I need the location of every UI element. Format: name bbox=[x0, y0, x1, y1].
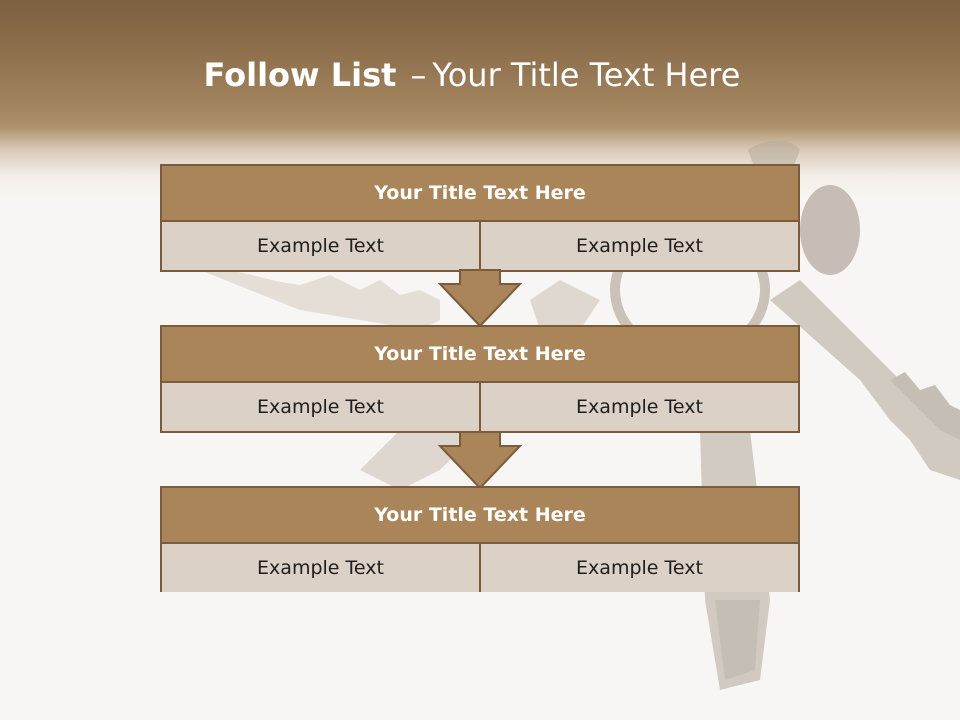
block-row: Example Text Example Text bbox=[162, 222, 798, 270]
block-title: Your Title Text Here bbox=[162, 166, 798, 222]
block-cell-right: Example Text bbox=[479, 222, 798, 270]
block-cell-right: Example Text bbox=[479, 383, 798, 431]
slide-title-bold: Follow List bbox=[203, 56, 397, 94]
block-cell-left: Example Text bbox=[162, 222, 479, 270]
block-cell-left: Example Text bbox=[162, 544, 479, 592]
block-cell-left: Example Text bbox=[162, 383, 479, 431]
slide-title-separator: – bbox=[410, 56, 427, 94]
down-arrow-icon bbox=[438, 269, 522, 328]
list-block-3: Your Title Text Here Example Text Exampl… bbox=[160, 486, 800, 592]
block-row: Example Text Example Text bbox=[162, 383, 798, 431]
list-block-2: Your Title Text Here Example Text Exampl… bbox=[160, 325, 800, 433]
down-arrow-icon bbox=[438, 431, 522, 490]
slide-title-rest: Your Title Text Here bbox=[432, 56, 741, 94]
block-title: Your Title Text Here bbox=[162, 488, 798, 544]
block-row: Example Text Example Text bbox=[162, 544, 798, 592]
slide-title: Follow List–Your Title Text Here bbox=[0, 56, 944, 94]
block-cell-right: Example Text bbox=[479, 544, 798, 592]
list-block-1: Your Title Text Here Example Text Exampl… bbox=[160, 164, 800, 272]
block-title: Your Title Text Here bbox=[162, 327, 798, 383]
